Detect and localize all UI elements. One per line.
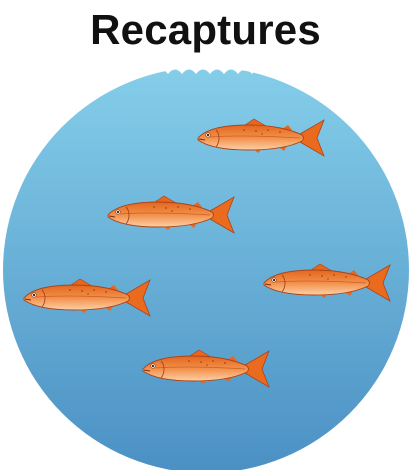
water-body (0, 60, 411, 470)
